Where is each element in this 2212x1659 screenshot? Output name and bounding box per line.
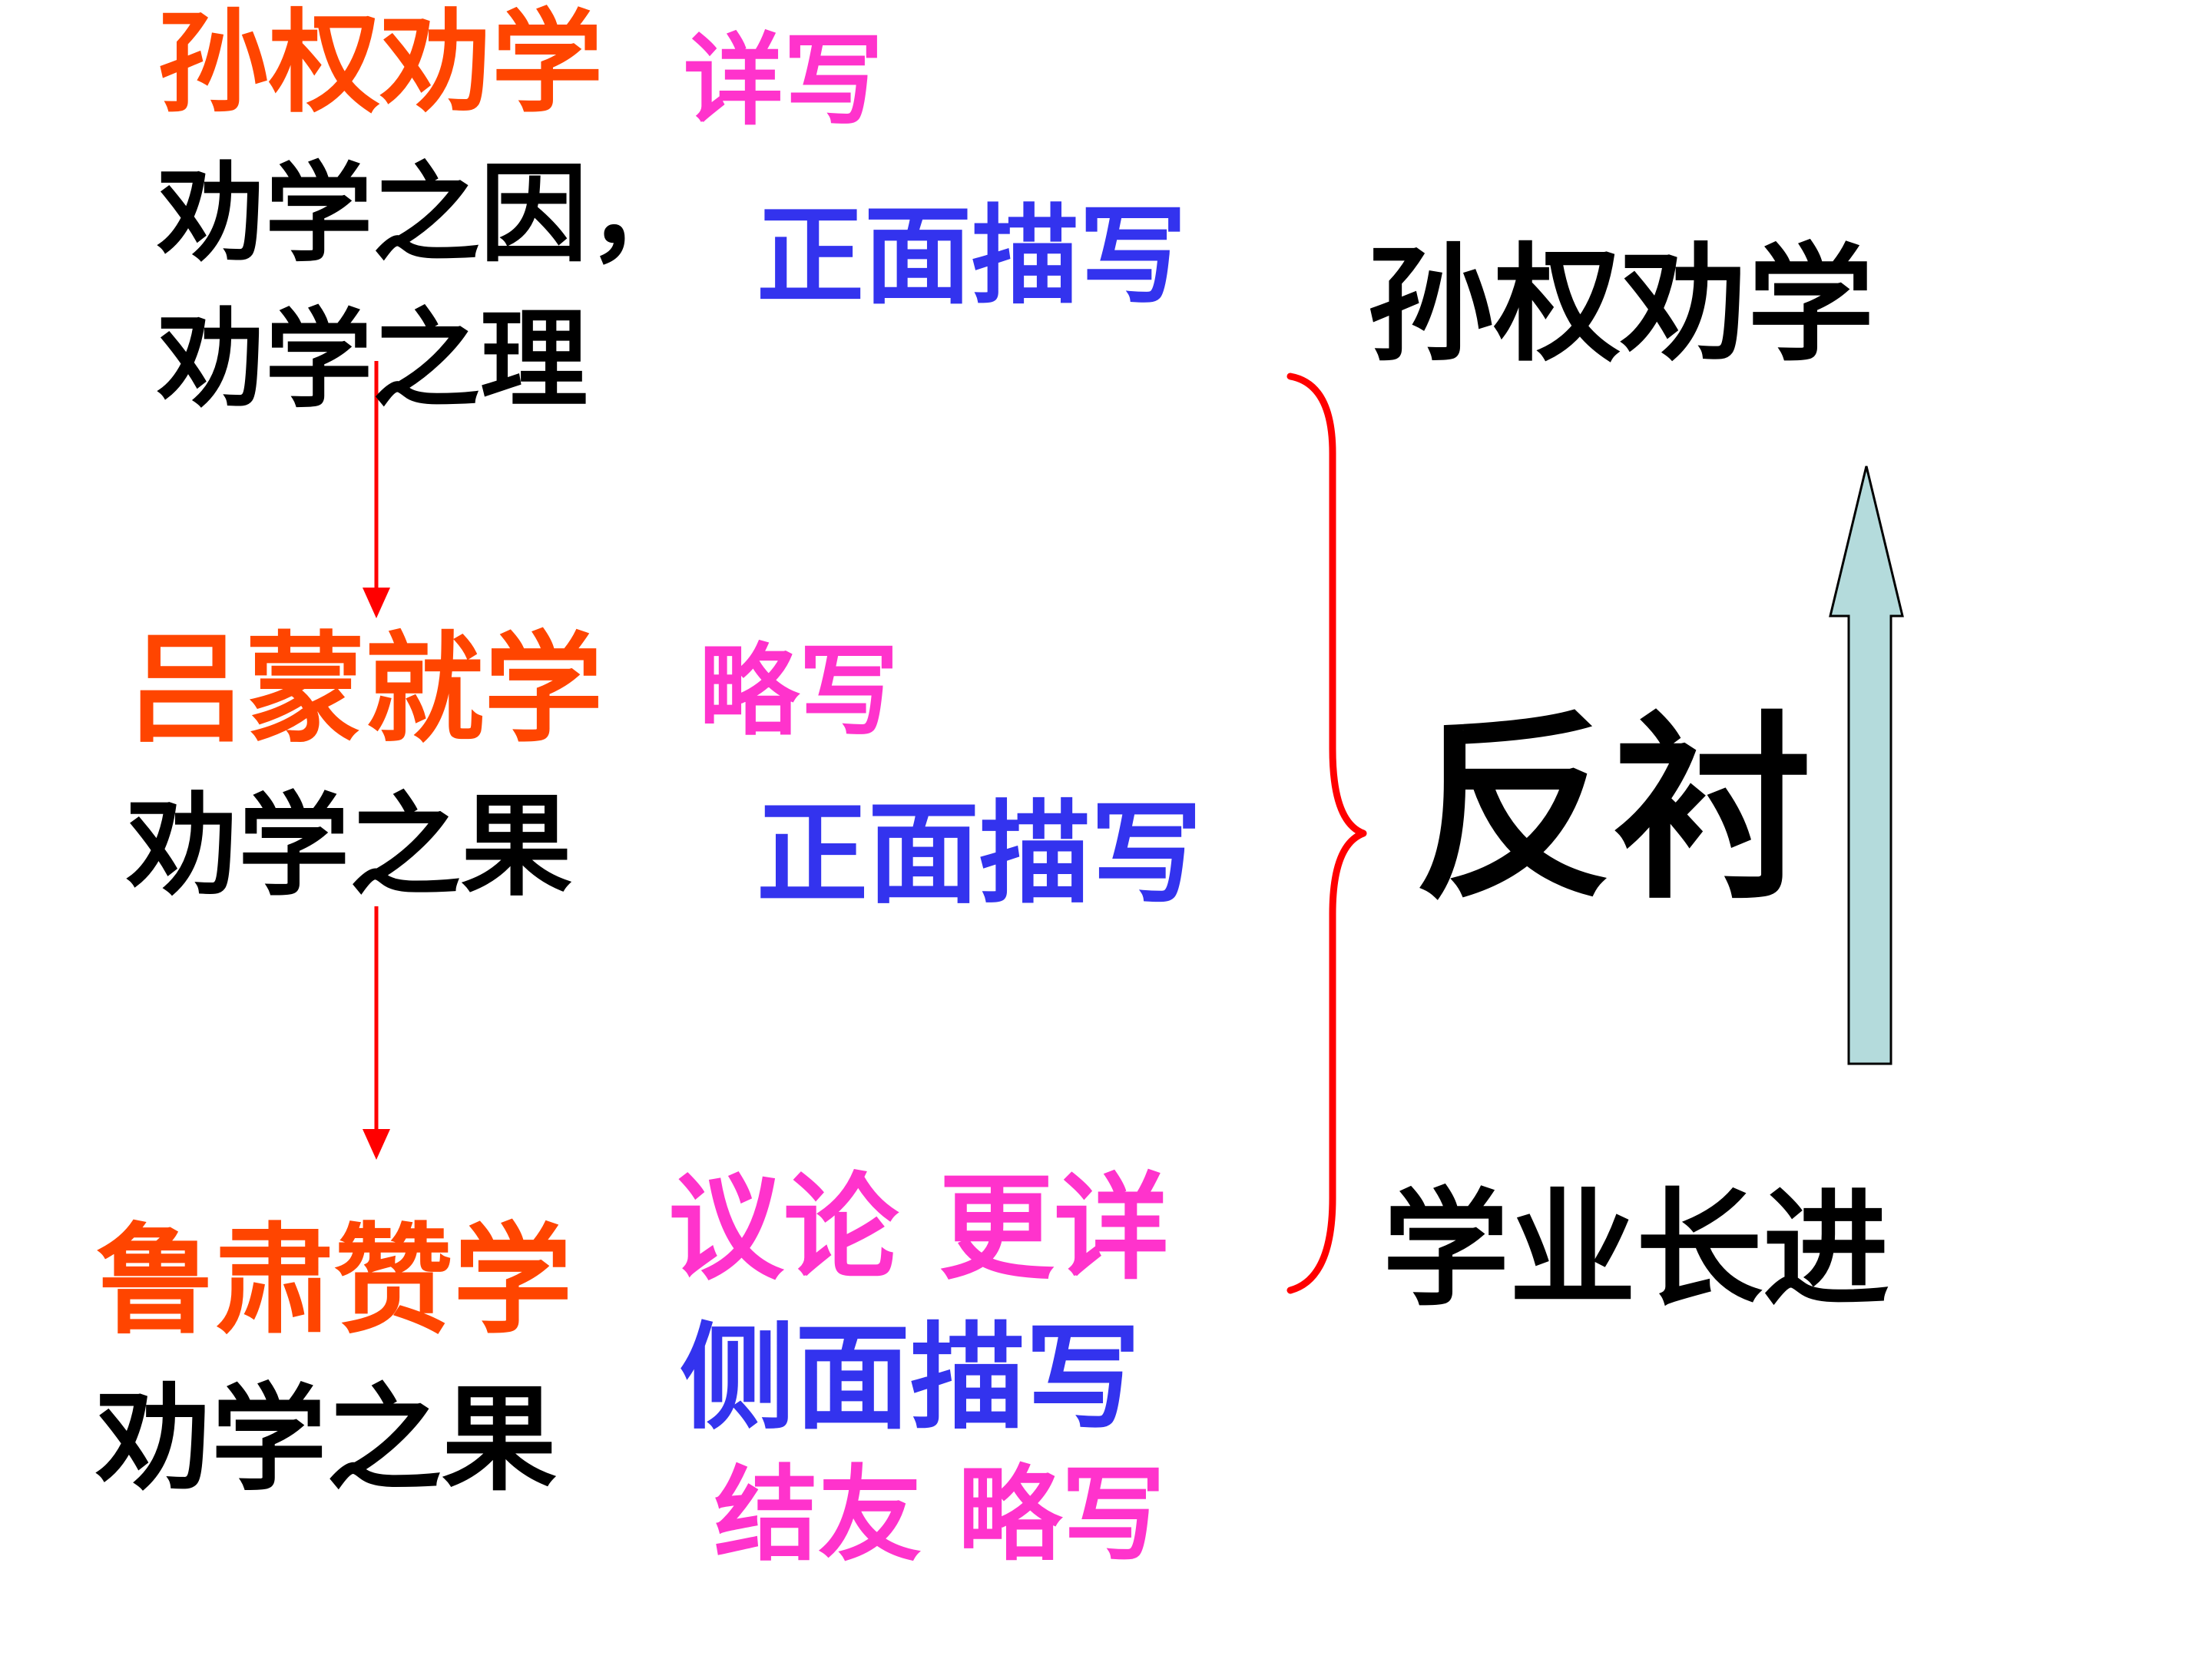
section-1-method: 正面描写 [757,194,1187,320]
curly-brace [1286,373,1367,1294]
section-3-note-2: 结友 略写 [714,1455,1165,1575]
section-1-line-1: 劝学之因， [157,152,696,277]
section-3-title: 鲁肃赞学 [96,1211,572,1350]
section-1-note: 详写 [684,22,884,139]
section-2-method: 正面描写 [757,790,1202,919]
bottom-label: 学业长进 [1382,1176,1889,1323]
section-3-line-1: 劝学之果 [96,1373,558,1507]
section-2-note: 略写 [699,633,899,750]
flow-arrow-1 [363,361,390,618]
section-2-title: 吕蒙就学 [127,620,603,759]
progress-up-arrow [1829,465,1904,1065]
section-3-note: 议论 更详 [668,1162,1170,1296]
top-label: 孙权劝学 [1367,231,1874,379]
section-1-title: 孙权劝学 [157,0,603,128]
section-1-line-2: 劝学之理 [157,298,588,423]
center-label: 反衬 [1413,694,1813,926]
section-3-method: 侧面描写 [680,1312,1141,1445]
flow-arrow-2 [363,906,390,1160]
section-2-line-1: 劝学之果 [127,782,572,912]
